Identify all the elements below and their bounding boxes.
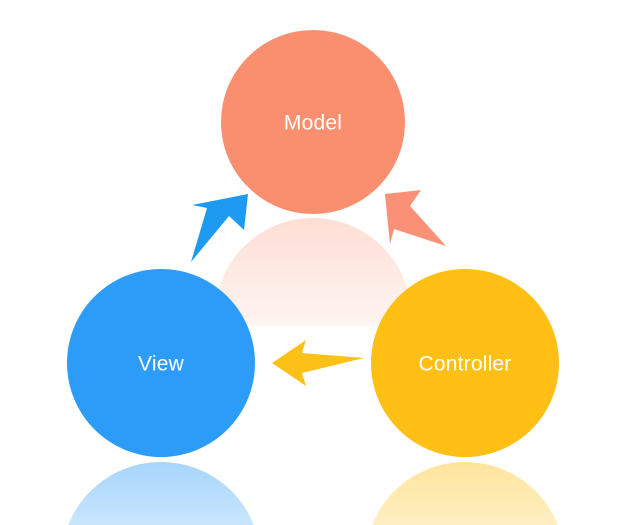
model-reflection	[215, 218, 411, 326]
controller-reflection	[372, 462, 558, 525]
node-model-circle[interactable]	[221, 30, 405, 214]
node-view-circle[interactable]	[67, 269, 255, 457]
arrow-controller-to-model	[385, 190, 446, 246]
arrow-controller-to-view	[272, 340, 364, 386]
node-model-label: Model	[284, 112, 342, 135]
node-view-label: View	[138, 353, 185, 376]
arrow-view-to-model	[191, 194, 248, 262]
node-controller-label: Controller	[418, 353, 511, 376]
node-controller-circle[interactable]	[371, 269, 559, 457]
view-reflection	[68, 462, 254, 525]
